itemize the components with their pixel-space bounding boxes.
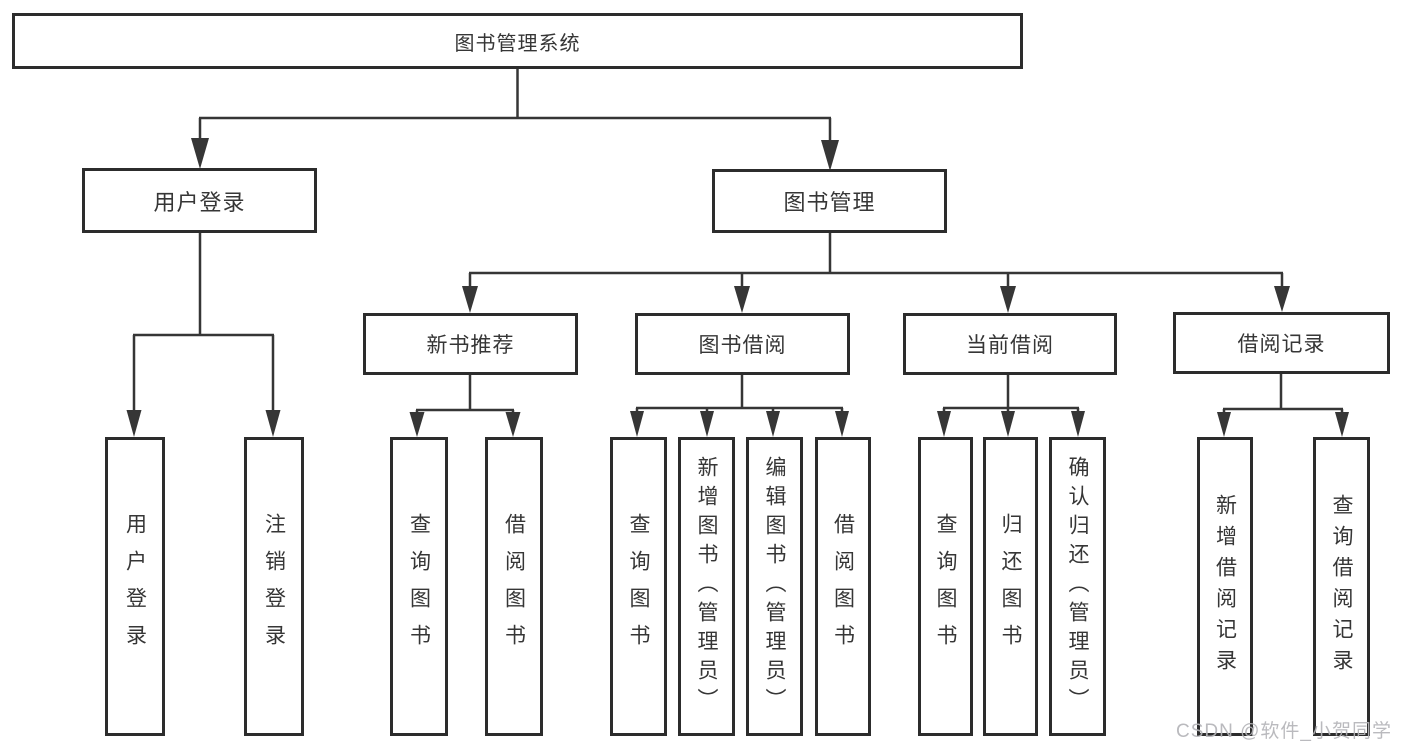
node-borrow-records: 借阅记录 xyxy=(1173,312,1390,374)
node-book-borrow: 图书借阅 xyxy=(635,313,850,375)
node-root: 图书管理系统 xyxy=(12,13,1023,69)
leaf-logout: 注销登录 xyxy=(244,437,304,736)
node-user-login: 用户登录 xyxy=(82,168,317,233)
leaf-br-query-record: 查询借阅记录 xyxy=(1313,437,1370,736)
csdn-watermark: CSDN @软件_小贺同学 xyxy=(1176,721,1392,742)
node-current-borrow: 当前借阅 xyxy=(903,313,1117,375)
leaf-bb-borrow-books: 借阅图书 xyxy=(815,437,871,736)
leaf-nbr-query-books: 查询图书 xyxy=(390,437,448,736)
node-book-management: 图书管理 xyxy=(712,169,947,233)
leaf-cb-query-books: 查询图书 xyxy=(918,437,973,736)
leaf-bb-edit-books-admin: 编辑图书（管理员） xyxy=(746,437,803,736)
leaf-br-add-record: 新增借阅记录 xyxy=(1197,437,1253,736)
leaf-cb-confirm-return-admin: 确认归还（管理员） xyxy=(1049,437,1106,736)
leaf-nbr-borrow-books: 借阅图书 xyxy=(485,437,543,736)
leaf-bb-query-books: 查询图书 xyxy=(610,437,667,736)
leaf-cb-return-books: 归还图书 xyxy=(983,437,1038,736)
node-new-book-recommend: 新书推荐 xyxy=(363,313,578,375)
leaf-bb-add-books-admin: 新增图书（管理员） xyxy=(678,437,735,736)
arrowheads xyxy=(126,138,1349,437)
leaf-user-login: 用户登录 xyxy=(105,437,165,736)
